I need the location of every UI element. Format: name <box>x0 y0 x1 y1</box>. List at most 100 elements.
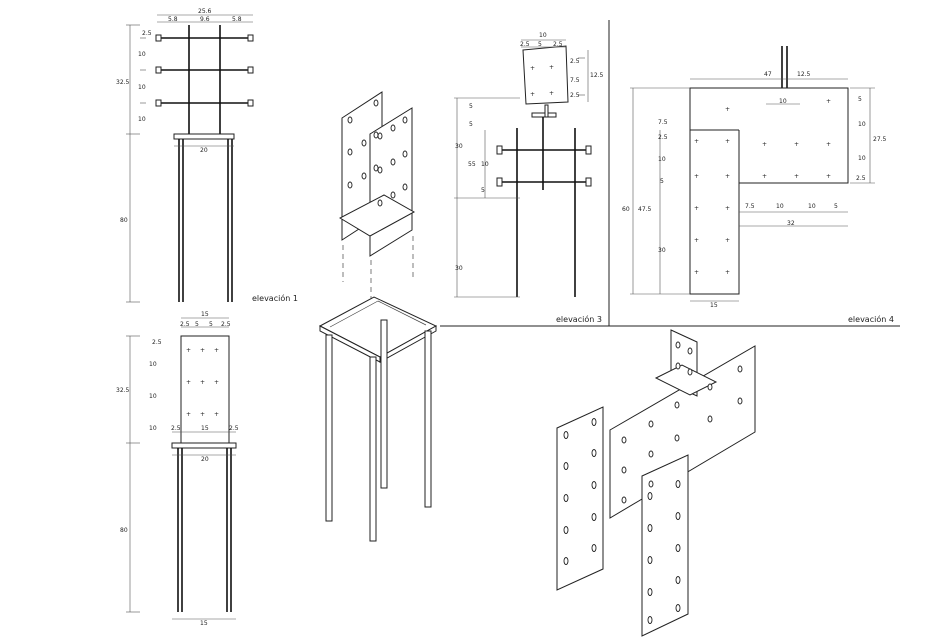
e1-dim-leg: 80 <box>120 217 128 224</box>
e3-dim-r2: 7.5 <box>570 77 580 84</box>
e4-dim-ltot: 60 <box>622 206 630 213</box>
svg-text:+: + <box>200 347 205 354</box>
svg-text:+: + <box>794 173 799 180</box>
elevation-1-view: 25.6 5.8 9.6 5.8 2.5 10 10 10 32.5 80 20… <box>116 8 298 303</box>
e1-dim-b: 9.6 <box>200 16 210 23</box>
e3-dim-v2: 5 <box>469 121 473 128</box>
e4-dim-rtot: 27.5 <box>873 136 887 143</box>
svg-text:+: + <box>826 98 831 105</box>
svg-text:+: + <box>725 106 730 113</box>
svg-text:+: + <box>549 90 554 97</box>
svg-text:+: + <box>826 141 831 148</box>
svg-text:+: + <box>694 173 699 180</box>
iso-base-with-legs <box>318 296 438 542</box>
svg-text:+: + <box>826 173 831 180</box>
svg-text:+: + <box>200 379 205 386</box>
e4-dim-l6: 30 <box>658 247 666 254</box>
e4-dim-b2: 10 <box>776 203 784 210</box>
e4-dim-l5: 47.5 <box>638 206 652 213</box>
svg-text:+: + <box>694 237 699 244</box>
elevation-3-label: elevación 3 <box>556 314 602 324</box>
e2-bolt-grid: +++ +++ +++ <box>186 347 219 418</box>
e4-dim-l2: 2.5 <box>658 134 668 141</box>
e2-dim-total: 32.5 <box>116 387 130 394</box>
iso-plates-with-base <box>338 91 416 300</box>
sheet-dividers <box>440 20 900 327</box>
e1-dim-base: 20 <box>200 147 208 154</box>
svg-text:+: + <box>762 173 767 180</box>
iso-plate-holes <box>347 99 408 207</box>
e2-dim-c: 5 <box>209 321 213 328</box>
e1-dim-a: 5.8 <box>168 16 178 23</box>
e2-dim-top: 15 <box>201 311 209 318</box>
svg-text:+: + <box>725 269 730 276</box>
svg-text:+: + <box>694 269 699 276</box>
svg-text:+: + <box>694 138 699 145</box>
e2-dim-v4: 10 <box>149 425 157 432</box>
e4-dim-top: 47 <box>764 71 772 78</box>
e4-dim-l3: 10 <box>658 156 666 163</box>
elevation-2-view: +++ +++ +++ 15 2.5 5 5 2.5 2.5 10 10 10 … <box>116 311 239 627</box>
e2-dim-bottom: 15 <box>200 620 208 627</box>
svg-text:+: + <box>762 141 767 148</box>
e4-dim-r2: 10 <box>858 121 866 128</box>
e3-dim-rtot: 12.5 <box>590 72 604 79</box>
svg-text:+: + <box>214 411 219 418</box>
e4-dim-inner: 10 <box>779 98 787 105</box>
e2-dim-d: 2.5 <box>221 321 231 328</box>
e3-dim-vtot: 30 <box>455 143 463 150</box>
e2-dim-v1: 2.5 <box>152 339 162 346</box>
e4-dim-b3: 10 <box>808 203 816 210</box>
e2-dim-leg: 80 <box>120 527 128 534</box>
svg-text:+: + <box>530 91 535 98</box>
e2-dim-v3: 10 <box>149 393 157 400</box>
e3-dim-r1: 2.5 <box>570 58 580 65</box>
e4-dim-r4: 2.5 <box>856 175 866 182</box>
e1-dim-top: 25.6 <box>198 8 212 15</box>
svg-text:+: + <box>186 379 191 386</box>
e3-dim-v3: 10 <box>481 161 489 168</box>
svg-text:+: + <box>214 347 219 354</box>
svg-text:+: + <box>186 347 191 354</box>
svg-text:+: + <box>725 173 730 180</box>
svg-text:+: + <box>725 205 730 212</box>
e1-dim-c: 5.8 <box>232 16 242 23</box>
e4-dim-b1: 7.5 <box>745 203 755 210</box>
e4-dim-r1: 5 <box>858 96 862 103</box>
e3-dim-r3: 2.5 <box>570 92 580 99</box>
e1-dim-v1: 2.5 <box>142 30 152 37</box>
e2-dim-b: 5 <box>195 321 199 328</box>
e2-dim-mid-l: 2.5 <box>171 425 181 432</box>
svg-text:+: + <box>186 411 191 418</box>
svg-text:+: + <box>214 379 219 386</box>
e2-dim-v2: 10 <box>149 361 157 368</box>
e4-dim-l4: 5 <box>660 178 664 185</box>
e3-dim-b: 5 <box>538 41 542 48</box>
e4-dim-r3: 10 <box>858 155 866 162</box>
e1-dim-v3: 10 <box>138 84 146 91</box>
iso-exploded-plates <box>556 329 756 637</box>
e3-dim-a: 2.5 <box>520 41 530 48</box>
e4-dim-b4: 5 <box>834 203 838 210</box>
iso-exploded-holes <box>563 341 743 624</box>
e4-bolt-marks: ++ ++ +++ ++ +++ ++ ++ ++ <box>694 98 831 276</box>
svg-text:+: + <box>725 237 730 244</box>
e3-dim-mid: 55 <box>468 161 476 168</box>
e4-dim-l1: 7.5 <box>658 119 668 126</box>
e2-dim-mid: 15 <box>201 425 209 432</box>
e3-dim-v4: 5 <box>481 187 485 194</box>
svg-text:+: + <box>549 64 554 71</box>
svg-text:+: + <box>530 65 535 72</box>
e1-dim-v2: 10 <box>138 51 146 58</box>
e4-dim-btot: 32 <box>787 220 795 227</box>
e3-dim-leg: 30 <box>455 265 463 272</box>
e4-dim-bottom: 15 <box>710 302 718 309</box>
e2-dim-a: 2.5 <box>180 321 190 328</box>
e2-dim-mid-r: 2.5 <box>229 425 239 432</box>
elevation-4-view: ++ ++ +++ ++ +++ ++ ++ ++ 47 12.5 10 5 1… <box>622 46 894 324</box>
elevation-1-label: elevación 1 <box>252 293 298 303</box>
elevation-3-view: ++ ++ 10 2.5 5 2.5 2.5 7.5 2.5 12.5 5 5 … <box>454 32 604 324</box>
e3-dim-v1: 5 <box>469 103 473 110</box>
e3-dim-top: 10 <box>539 32 547 39</box>
